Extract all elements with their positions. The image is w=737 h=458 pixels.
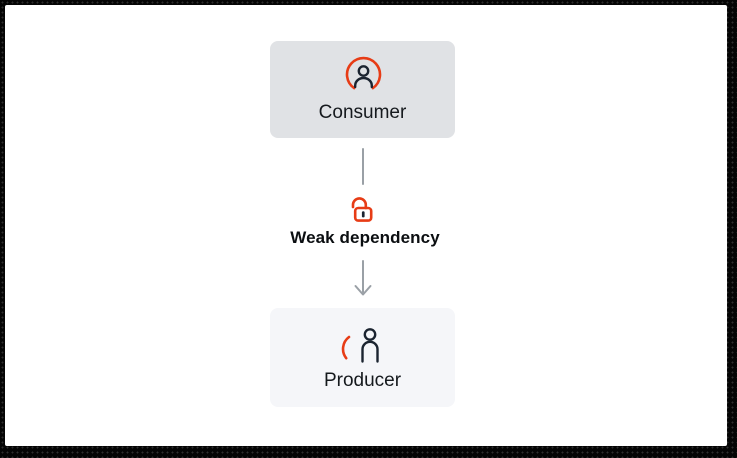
padlock-body	[353, 206, 373, 222]
arrow-head	[354, 285, 372, 296]
consumer-user-icon	[345, 56, 381, 90]
producer-user-icon	[341, 328, 379, 363]
consumer-label: Consumer	[318, 102, 407, 123]
producer-icon-head	[363, 328, 376, 341]
consumer-icon-head	[357, 65, 369, 77]
unlocked-padlock-icon	[350, 196, 376, 226]
node-consumer: Consumer	[270, 41, 455, 138]
connector-line	[362, 148, 364, 185]
padlock-shackle	[351, 197, 368, 210]
producer-icon-torso	[360, 340, 379, 363]
down-arrow-icon	[352, 260, 374, 300]
padlock-keyhole	[361, 211, 365, 218]
producer-icon-red-arc	[341, 335, 350, 360]
consumer-icon-shoulders	[353, 76, 373, 89]
edge-label: Weak dependency	[290, 228, 440, 247]
unlocked-padlock-svg	[351, 197, 373, 222]
consumer-icon-red-arc	[345, 56, 381, 90]
down-arrow-svg	[354, 260, 372, 296]
producer-label: Producer	[323, 370, 402, 391]
node-producer: Producer	[270, 308, 455, 407]
